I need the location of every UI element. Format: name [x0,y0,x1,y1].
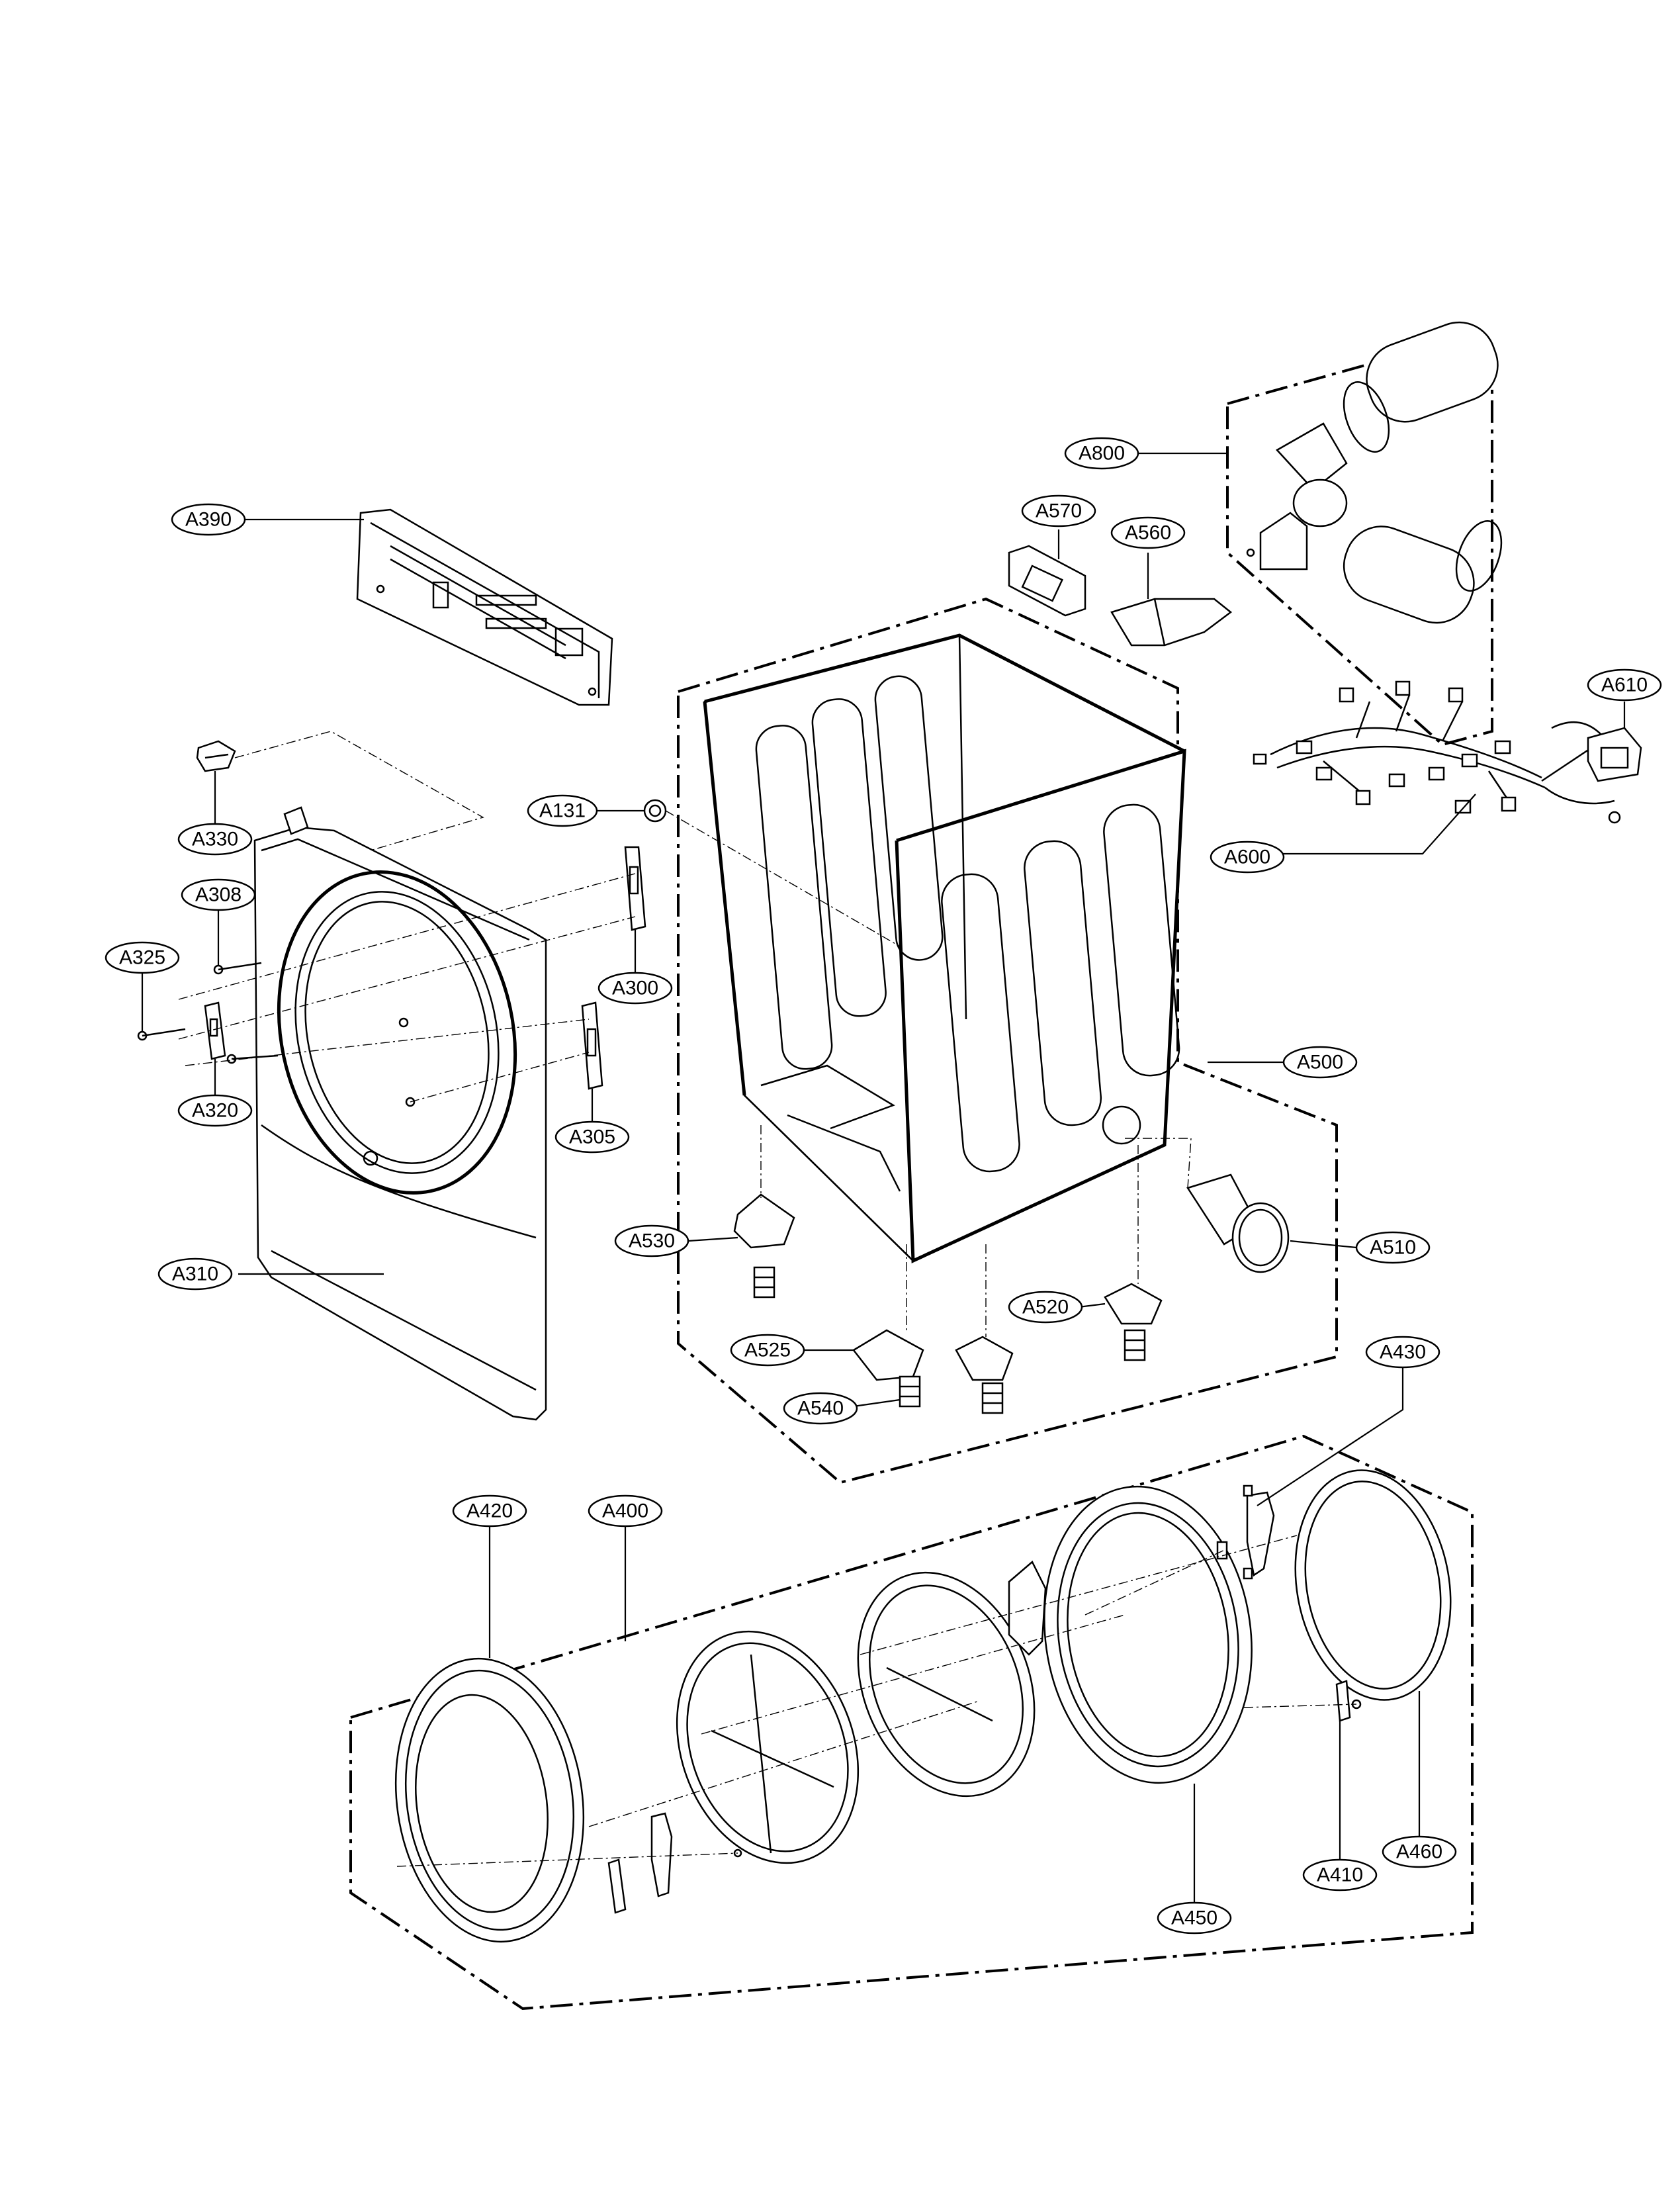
label-a410-text: A410 [1317,1864,1363,1886]
door-guide-lines [396,1535,1357,1867]
door-glass-a400 [676,1630,860,1864]
door-hinge-bracket [1008,1561,1047,1656]
control-bracket-part [356,508,613,706]
label-a390[interactable]: A390 [171,503,246,536]
bracket-part-a320 [204,1001,226,1060]
label-a320-text: A320 [192,1100,238,1122]
latch-part-a410 [1335,1680,1362,1722]
label-a600[interactable]: A600 [1210,841,1285,874]
terminal-block-part-a610 [1551,721,1642,824]
label-a570[interactable]: A570 [1021,494,1096,527]
label-a310-text: A310 [172,1263,218,1285]
door-outer-frame-a420 [394,1657,585,1943]
label-a500-text: A500 [1297,1052,1343,1073]
leader-lines [141,452,1626,1903]
label-a400[interactable]: A400 [588,1494,663,1527]
ring-part-a510 [1125,1138,1290,1273]
hinge-part-a430 [1216,1484,1275,1580]
label-a800[interactable]: A800 [1064,437,1139,470]
duct-part-a560 [1110,598,1233,647]
label-a610-text: A610 [1601,674,1648,696]
label-a570-text: A570 [1036,500,1082,522]
label-a525[interactable]: A525 [730,1334,805,1367]
front-panel-part [253,806,547,1421]
label-a560-text: A560 [1125,522,1171,544]
label-a410[interactable]: A410 [1302,1858,1378,1892]
label-a450[interactable]: A450 [1157,1901,1232,1935]
label-a500[interactable]: A500 [1282,1046,1358,1079]
label-a325-text: A325 [119,947,165,969]
label-a530-text: A530 [629,1230,675,1252]
gasket-part-a460 [1294,1469,1452,1701]
leveling-feet-a540 [753,1266,1146,1414]
label-a305[interactable]: A305 [554,1120,630,1154]
label-a300-text: A300 [612,978,658,999]
label-a460[interactable]: A460 [1382,1835,1457,1868]
label-a305-text: A305 [569,1126,615,1148]
label-a430[interactable]: A430 [1365,1336,1440,1369]
exhaust-duct-kit-part [1246,321,1503,624]
label-a560[interactable]: A560 [1110,516,1186,549]
label-a310[interactable]: A310 [157,1257,233,1291]
label-a400-text: A400 [602,1500,648,1522]
label-a330[interactable]: A330 [177,823,253,856]
door-inner-frame-a450 [1043,1485,1253,1784]
door-latch-parts [607,1812,742,1914]
wire-harness-part [1253,680,1615,814]
label-a320[interactable]: A320 [177,1094,253,1127]
cabinet-part [703,633,1186,1263]
clip-part-a330 [196,740,236,772]
label-a610[interactable]: A610 [1587,668,1662,702]
plate-part-a570 [1008,545,1086,617]
feet-guide-lines [760,1125,1139,1337]
label-a510-text: A510 [1370,1237,1416,1259]
label-a800-text: A800 [1079,443,1125,465]
label-a330-text: A330 [192,829,238,850]
label-a520[interactable]: A520 [1008,1291,1083,1324]
label-a300[interactable]: A300 [597,972,673,1005]
cabinet-group-boundary [677,597,1338,1484]
label-a131-text: A131 [539,800,586,822]
label-a308-text: A308 [195,884,242,906]
label-a540-text: A540 [797,1398,844,1420]
label-a308[interactable]: A308 [181,878,256,911]
hinge-part-a300 [624,846,646,931]
label-a525-text: A525 [744,1340,791,1361]
assembly-guide-lines-left [178,731,636,1103]
label-a420[interactable]: A420 [452,1494,527,1527]
bushing-part-a131 [643,799,901,947]
label-a420-text: A420 [466,1500,513,1522]
label-a600-text: A600 [1224,846,1270,868]
label-a390-text: A390 [185,509,232,531]
foot-brackets [733,1193,1163,1381]
label-a131[interactable]: A131 [527,794,598,827]
duct-group-boundary [1226,339,1493,747]
label-a510[interactable]: A510 [1355,1231,1431,1264]
label-a325[interactable]: A325 [105,941,180,974]
label-a430-text: A430 [1380,1342,1426,1363]
door-group-boundary [349,1434,1474,2011]
label-a530[interactable]: A530 [614,1224,689,1257]
hinge-part-a305 [581,1001,603,1090]
label-a520-text: A520 [1022,1297,1069,1318]
label-a460-text: A460 [1396,1841,1442,1863]
label-a540[interactable]: A540 [783,1392,858,1425]
label-a450-text: A450 [1171,1907,1217,1929]
